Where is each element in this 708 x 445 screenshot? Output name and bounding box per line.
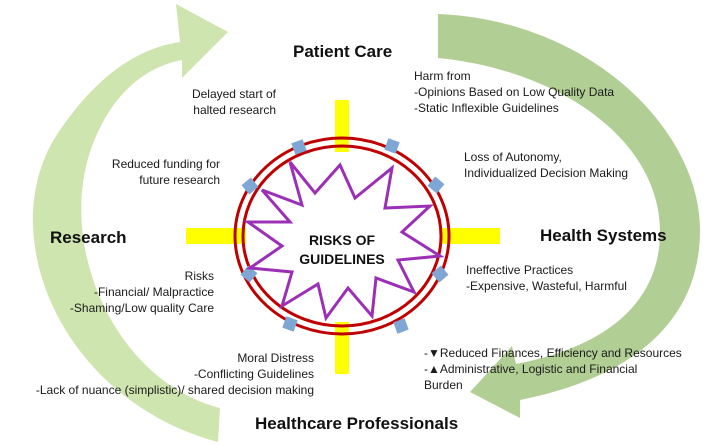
- center-title: RISKS OF GUIDELINES: [288, 231, 396, 269]
- label-line: -Static Inflexible Guidelines: [414, 101, 559, 115]
- label-line: future research: [139, 173, 220, 187]
- label-risks: Risks -Financial/ Malpractice -Shaming/L…: [44, 268, 214, 316]
- label-harm-from: Harm from -Opinions Based on Low Quality…: [414, 68, 614, 116]
- label-line: -▼Reduced Finances, Efficiency and Resou…: [424, 346, 682, 360]
- label-line: -Opinions Based on Low Quality Data: [414, 85, 615, 99]
- label-line: -Shaming/Low quality Care: [69, 301, 214, 315]
- label-moral-distress: Moral Distress -Conflicting Guidelines -…: [2, 350, 314, 398]
- inner-ring: [241, 144, 443, 328]
- spike-top: [335, 100, 349, 152]
- label-line: Risks: [184, 269, 214, 283]
- label-loss-autonomy: Loss of Autonomy, Individualized Decisio…: [464, 149, 628, 181]
- spike-left: [186, 228, 246, 244]
- label-line: Loss of Autonomy,: [464, 150, 562, 164]
- center-title-line1: RISKS OF: [308, 232, 376, 248]
- left-cycle-arrow: [32, 4, 228, 442]
- label-ineffective-practices: Ineffective Practices -Expensive, Wastef…: [466, 262, 627, 294]
- label-line: Reduced funding for: [111, 157, 220, 171]
- label-line: -Expensive, Wasteful, Harmful: [466, 279, 627, 293]
- heading-health-systems: Health Systems: [540, 226, 667, 245]
- label-line: -▲Administrative, Logistic and Financial: [424, 362, 638, 376]
- risk-burst-shape: [243, 161, 445, 322]
- label-line: Individualized Decision Making: [464, 166, 629, 180]
- spike-right: [440, 228, 500, 244]
- label-reduced-funding: Reduced funding for future research: [92, 156, 220, 188]
- label-line: -Conflicting Guidelines: [193, 367, 314, 381]
- label-line: -Lack of nuance (simplistic)/ shared dec…: [35, 383, 314, 397]
- label-reduced-finances: -▼Reduced Finances, Efficiency and Resou…: [424, 345, 682, 393]
- label-line: -Financial/ Malpractice: [93, 285, 214, 299]
- label-line: Harm from: [414, 69, 471, 83]
- label-line: Delayed start of: [191, 87, 276, 101]
- heading-patient-care: Patient Care: [293, 42, 393, 61]
- right-cycle-arrow: [438, 14, 700, 418]
- ring-patch: [282, 316, 298, 332]
- label-line: Moral Distress: [237, 351, 314, 365]
- ring-patch: [431, 265, 449, 283]
- ring-patch: [384, 138, 400, 154]
- center-title-line2: GUIDELINES: [299, 251, 385, 267]
- label-line: Ineffective Practices: [466, 263, 574, 277]
- ring-patch: [241, 177, 259, 195]
- heading-healthcare-professionals: Healthcare Professionals: [255, 414, 459, 433]
- heading-research: Research: [50, 228, 127, 247]
- label-delayed-research: Delayed start of halted research: [152, 86, 276, 118]
- label-line: halted research: [193, 103, 276, 117]
- label-line: Burden: [424, 378, 463, 392]
- outer-ring: [233, 136, 451, 336]
- ring-patch: [291, 139, 307, 155]
- ring-patch: [393, 318, 409, 334]
- spike-bottom: [335, 322, 349, 374]
- ring-patch: [427, 176, 445, 194]
